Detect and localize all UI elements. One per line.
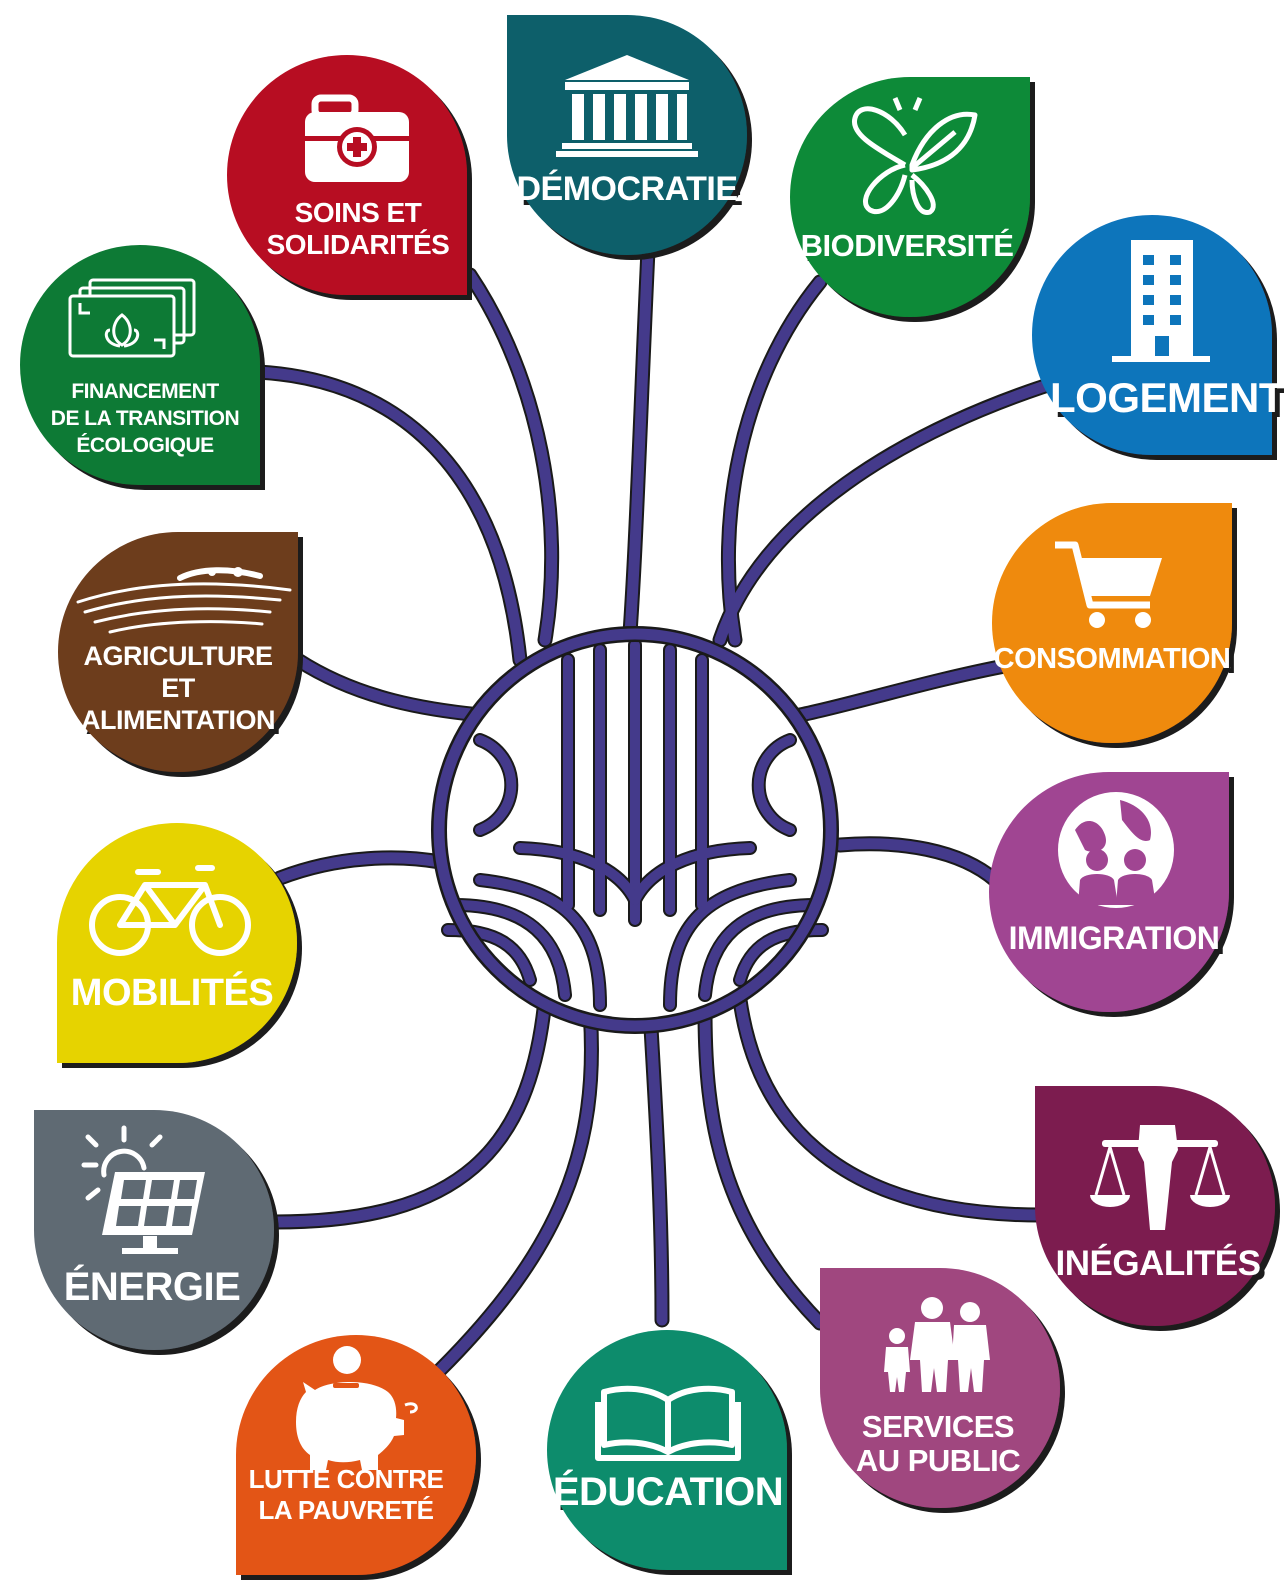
fields-icon: [76, 567, 292, 634]
node-agriculture-label: AGRICULTURE: [84, 641, 273, 671]
node-soins-label: SOINS ET: [295, 197, 422, 228]
node-soins[interactable]: SOINS ET SOLIDARITÉS: [227, 55, 467, 295]
connector-line: [269, 994, 551, 1228]
node-energie-label: ÉNERGIE: [64, 1264, 241, 1309]
connector-line: [794, 659, 1016, 721]
piggy-bank-icon: [296, 1346, 418, 1470]
node-services-label: SERVICES: [862, 1409, 1014, 1444]
node-financement[interactable]: FINANCEMENT DE LA TRANSITION ÉCOLOGIQUE: [20, 245, 260, 485]
connector-outline: [267, 992, 553, 1230]
node-financement-label-3: ÉCOLOGIQUE: [76, 434, 214, 457]
connector-lines: [250, 242, 1078, 1378]
emblem-stroke: [630, 843, 755, 905]
emblem-stroke: [475, 875, 605, 1010]
node-energie[interactable]: ÉNERGIE: [34, 1110, 274, 1350]
node-consommation-label: CONSOMMATION: [994, 643, 1231, 675]
scales-fist-icon: [1090, 1125, 1230, 1230]
connector-line: [734, 994, 1046, 1221]
emblem-stroke: [475, 735, 517, 835]
node-biodiversite[interactable]: BIODIVERSITÉ: [790, 77, 1030, 317]
globe-people-icon: [1058, 792, 1174, 908]
node-immigration-label: IMMIGRATION: [1009, 920, 1220, 956]
solar-panel-icon: [81, 1125, 205, 1254]
node-education[interactable]: ÉDUCATION: [547, 1330, 787, 1570]
node-pauvrete-label-2: LA PAUVRETÉ: [258, 1495, 433, 1525]
node-inegalites[interactable]: INÉGALITÉS: [1035, 1086, 1275, 1326]
emblem-stroke: [700, 900, 820, 1000]
emblem-stroke: [515, 843, 640, 905]
node-agriculture-label-2: ET: [161, 673, 196, 703]
connector-line: [434, 1004, 597, 1376]
node-financement-label-2: DE LA TRANSITION: [51, 407, 239, 430]
connector-line: [292, 654, 486, 721]
connector-line: [834, 838, 1001, 886]
node-consommation[interactable]: CONSOMMATION: [992, 503, 1232, 743]
node-pauvrete-label: LUTTE CONTRE: [249, 1464, 444, 1494]
node-financement-label: FINANCEMENT: [71, 380, 219, 403]
node-mobilites[interactable]: MOBILITÉS: [57, 823, 297, 1063]
node-services-label-2: AU PUBLIC: [856, 1443, 1020, 1478]
node-agriculture[interactable]: AGRICULTURE ET ALIMENTATION: [58, 532, 298, 772]
family-icon: [884, 1297, 990, 1392]
emblem-stroke: [450, 900, 570, 1000]
node-services[interactable]: SERVICES AU PUBLIC: [820, 1268, 1060, 1508]
connector-line: [714, 372, 1076, 646]
emblem-ring: [433, 628, 837, 1032]
banknotes-leaf-icon: [68, 278, 196, 358]
node-soins-label-2: SOLIDARITÉS: [267, 229, 450, 260]
connector-line: [699, 1004, 826, 1329]
node-inegalites-label: INÉGALITÉS: [1055, 1243, 1260, 1283]
connector-line: [622, 244, 654, 666]
node-education-label: ÉDUCATION: [553, 1469, 783, 1514]
node-pauvrete[interactable]: LUTTE CONTRE LA PAUVRETÉ: [236, 1335, 476, 1575]
first-aid-kit-icon: [305, 94, 409, 182]
node-mobilites-shape: [57, 823, 297, 1063]
connector-line: [722, 276, 826, 646]
connector-line: [274, 852, 446, 884]
emblem-stroke: [753, 735, 795, 835]
emblem-stroke: [665, 875, 795, 1010]
node-logement[interactable]: LOGEMENT: [1032, 215, 1284, 455]
node-democratie-shape: [507, 15, 747, 255]
open-book-icon: [595, 1385, 741, 1461]
parthenon-icon: [556, 55, 698, 157]
shopping-cart-icon: [1055, 541, 1162, 628]
connector-line: [644, 1004, 668, 1326]
connector-line: [464, 269, 558, 646]
bicycle-icon: [89, 865, 251, 956]
building-icon: [1112, 240, 1210, 362]
butterfly-leaf-icon: [852, 97, 978, 215]
node-biodiversite-label: BIODIVERSITÉ: [801, 228, 1014, 263]
node-logement-label: LOGEMENT: [1050, 374, 1284, 421]
node-agriculture-label-3: ALIMENTATION: [81, 705, 275, 735]
node-democratie-label: DÉMOCRATIE: [516, 170, 737, 208]
node-biodiversite-shape: [790, 77, 1030, 317]
node-democratie[interactable]: DÉMOCRATIE: [507, 15, 747, 255]
connector-line: [252, 366, 526, 666]
node-mobilites-label: MOBILITÉS: [71, 970, 273, 1014]
node-immigration[interactable]: IMMIGRATION: [989, 772, 1229, 1012]
node-consommation-shape: [992, 503, 1232, 743]
emblem-icon: [431, 626, 839, 1034]
